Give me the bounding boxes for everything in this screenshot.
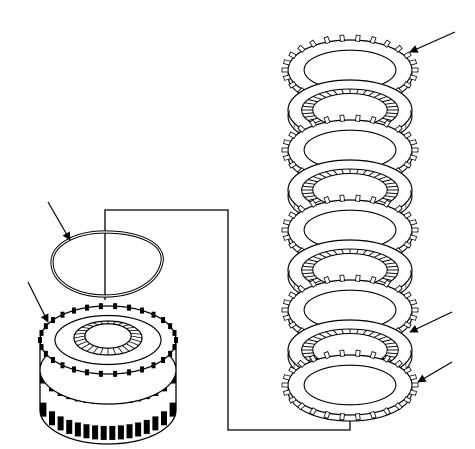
drum-tooth	[161, 317, 166, 324]
drum-tooth	[60, 362, 65, 369]
drum-tooth	[39, 329, 44, 336]
hub-spline	[77, 340, 88, 346]
drum-slot	[40, 402, 47, 417]
hub-spline	[125, 343, 135, 349]
drum-tooth	[127, 304, 132, 311]
drum-tooth	[60, 311, 65, 318]
drum-slot	[135, 422, 142, 437]
steel-plate-9	[281, 349, 419, 422]
drum-tooth	[172, 329, 177, 336]
hub-spline	[100, 347, 104, 355]
drum-tooth	[168, 323, 173, 330]
drum-slot	[83, 424, 90, 439]
hub-spline	[128, 340, 139, 346]
hub-spline	[86, 324, 94, 327]
drum-tooth	[140, 307, 144, 314]
drum-tooth	[72, 366, 76, 373]
hub-spline	[122, 345, 130, 352]
drum-tooth	[43, 350, 48, 357]
drum-tooth	[174, 337, 178, 343]
clutch-plate-stack	[281, 34, 419, 422]
drum-slot	[143, 419, 150, 434]
drum-tooth	[50, 317, 55, 324]
callout-arrow-top-plate	[409, 31, 456, 53]
hub-spline	[74, 338, 86, 343]
drum-tooth	[151, 362, 156, 369]
hub-spline	[117, 346, 124, 354]
hub-bore	[84, 323, 132, 349]
drum-tooth	[98, 370, 103, 377]
hub-spline	[81, 327, 90, 329]
drum-tooth	[113, 303, 118, 310]
drum-tooth	[50, 356, 55, 363]
drum-tooth	[151, 311, 156, 318]
drum-tooth	[161, 356, 166, 363]
callout-arrow-bottom-plate	[417, 361, 453, 383]
callout-arrow-snap-ring	[47, 201, 71, 241]
drum-tooth	[113, 370, 118, 377]
snap-ring	[50, 230, 164, 298]
drum-slot	[126, 424, 133, 439]
drum-tooth	[172, 344, 177, 351]
drum-slot	[92, 425, 99, 440]
drum-slot	[117, 425, 124, 440]
callout-arrow-lower-plate	[409, 311, 453, 333]
drum-slot	[57, 416, 64, 431]
drum-tooth	[43, 323, 48, 330]
callout-arrows	[27, 31, 456, 383]
drum-slot	[49, 411, 56, 426]
drum-tooth	[127, 369, 132, 376]
hub-spline	[86, 345, 94, 352]
drum-tooth	[72, 307, 76, 314]
drum-tooth	[168, 350, 173, 357]
hub-spline	[131, 335, 143, 339]
drum-tooth	[98, 303, 103, 310]
hub-spline	[112, 347, 116, 355]
clutch-drum	[38, 303, 178, 445]
drum-slot	[169, 402, 176, 417]
hub-spline	[130, 338, 142, 343]
assembly-connector-line	[104, 209, 351, 431]
hub-spline	[126, 327, 135, 329]
drum-tooth	[38, 337, 42, 343]
drum-slot	[109, 425, 116, 440]
hub-spline	[130, 332, 142, 335]
drum-tooth	[84, 369, 89, 376]
hub-spline	[122, 324, 130, 327]
drum-slot	[74, 422, 81, 437]
drum-tooth	[140, 366, 144, 373]
hub-spline	[73, 335, 85, 339]
drum-slot	[100, 425, 107, 440]
drum-slot	[66, 419, 73, 434]
drum-slot	[160, 411, 167, 426]
drum-tooth	[39, 344, 44, 351]
callout-arrow-hub-seal	[27, 281, 49, 323]
hub-spline	[81, 343, 91, 349]
hub-spline	[92, 346, 99, 354]
drum-slot	[152, 416, 159, 431]
drum-tooth	[84, 304, 89, 311]
hub-spline	[74, 332, 86, 335]
